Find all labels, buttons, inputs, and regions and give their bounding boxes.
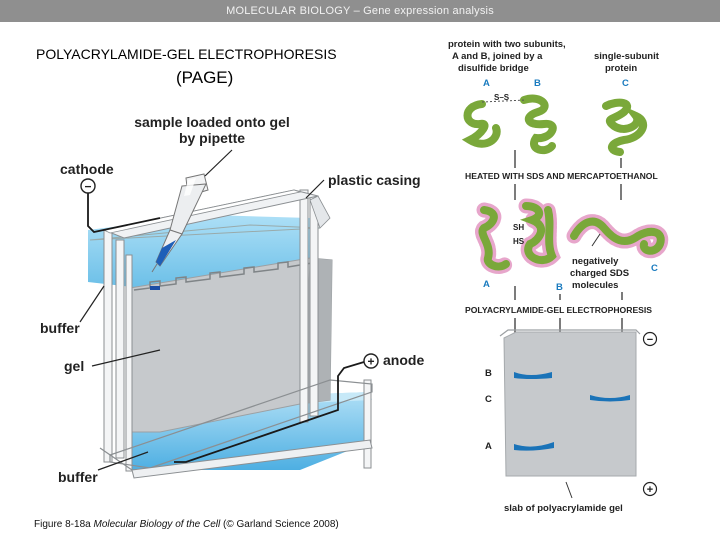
lane-label-b: B — [485, 368, 492, 379]
svg-text:+: + — [647, 484, 653, 496]
sample-band — [150, 286, 160, 290]
page-subtitle: (PAGE) — [176, 68, 234, 87]
sds-page-panel: protein with two subunits, A and B, join… — [448, 39, 669, 514]
svg-text:HS: HS — [513, 237, 525, 246]
svg-text:A: A — [483, 78, 490, 89]
anode-wire — [174, 361, 365, 463]
svg-text:A: A — [483, 279, 490, 290]
caption-prefix: Figure 8-18a — [34, 519, 91, 530]
band-b — [514, 372, 552, 379]
svg-text:−: − — [84, 180, 91, 194]
svg-text:A and B, joined by a: A and B, joined by a — [452, 51, 543, 62]
buffer-bottom-label: buffer — [58, 469, 98, 485]
cathode-label: cathode — [60, 161, 114, 177]
caption-book: Molecular Biology of the Cell — [93, 519, 221, 530]
svg-text:protein with two subunits,: protein with two subunits, — [448, 39, 566, 50]
svg-text:B: B — [534, 78, 541, 89]
page-title: POLYACRYLAMIDE-GEL ELECTROPHORESIS — [36, 46, 337, 62]
sample-label-2: by pipette — [179, 130, 245, 146]
svg-text:C: C — [622, 78, 629, 89]
band-a — [514, 442, 554, 451]
denatured-protein-a — [475, 202, 514, 274]
svg-text:negatively: negatively — [572, 256, 619, 267]
gel-slab-right — [503, 331, 637, 477]
folded-protein-b — [520, 94, 557, 155]
plus-icon — [642, 481, 658, 497]
heated-label: HEATED WITH SDS AND MERCAPTOETHANOL — [465, 171, 658, 181]
figure-caption: Figure 8-18a Molecular Biology of the Ce… — [34, 519, 339, 530]
gel-wells — [133, 261, 313, 291]
band-c — [590, 395, 630, 402]
svg-text:molecules: molecules — [572, 280, 618, 291]
denatured-protein-c — [566, 214, 669, 259]
svg-text:−: − — [647, 334, 653, 346]
svg-text:charged SDS: charged SDS — [570, 268, 629, 279]
minus-icon — [642, 331, 658, 347]
page-label-right: POLYACRYLAMIDE-GEL ELECTROPHORESIS — [465, 305, 652, 315]
svg-text:C: C — [651, 263, 658, 274]
folded-protein-c — [602, 98, 648, 156]
cathode-symbol — [80, 178, 96, 194]
gel-label: gel — [64, 358, 84, 374]
electrophoresis-apparatus: − + sample loaded onto gel by pipette ca… — [40, 114, 424, 485]
svg-text:S–S: S–S — [494, 93, 510, 102]
frame-post-left-back — [103, 229, 113, 463]
cathode-wire — [87, 186, 161, 233]
slab-label: slab of polyacrylamide gel — [504, 503, 623, 514]
buffer-top-label: buffer — [40, 320, 80, 336]
lane-label-a: A — [485, 441, 492, 452]
svg-text:single-subunit: single-subunit — [594, 51, 660, 62]
pipette — [151, 173, 209, 273]
denatured-protein-b — [509, 198, 561, 268]
sample-label: sample loaded onto gel — [134, 114, 290, 130]
svg-text:B: B — [556, 282, 563, 293]
anode-symbol — [363, 353, 379, 369]
svg-text:+: + — [367, 355, 374, 369]
caption-suffix: (© Garland Science 2008) — [223, 519, 339, 530]
slide-header: MOLECULAR BIOLOGY – Gene expression anal… — [0, 0, 720, 22]
lane-label-c: C — [485, 394, 492, 405]
folded-protein-a — [461, 100, 501, 148]
svg-text:disulfide bridge: disulfide bridge — [458, 63, 529, 74]
anode-label: anode — [383, 352, 424, 368]
svg-text:SH: SH — [513, 223, 524, 232]
svg-text:protein: protein — [605, 63, 637, 74]
plastic-casing-label: plastic casing — [328, 172, 421, 188]
